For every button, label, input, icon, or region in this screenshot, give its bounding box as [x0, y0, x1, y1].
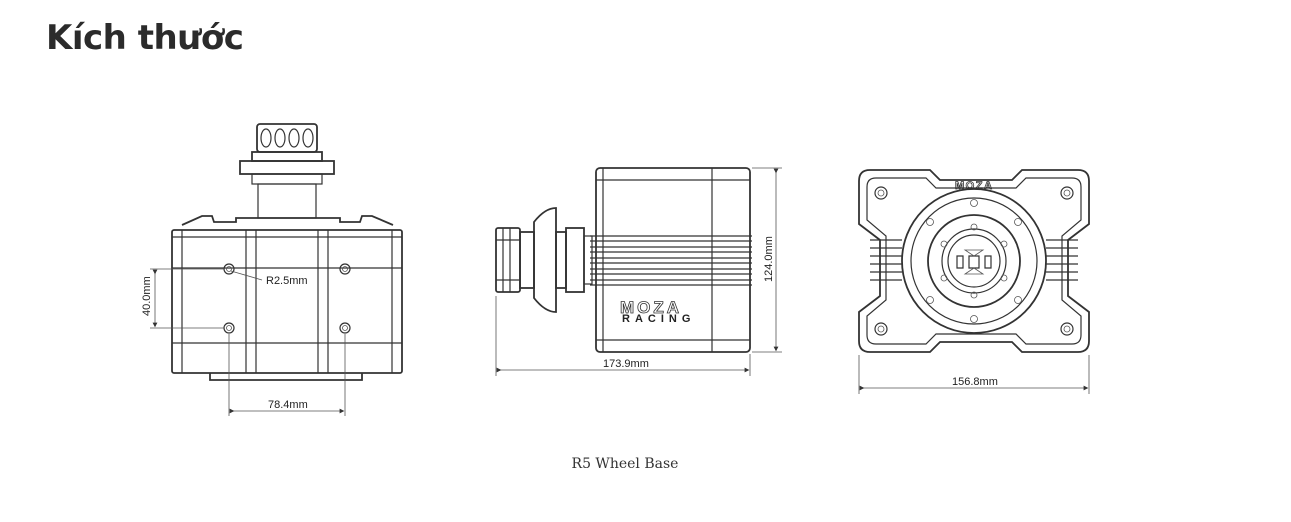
page-title: Kích thước: [46, 18, 244, 58]
hole-radius-label: R2.5mm: [266, 275, 308, 287]
front-height-label: 40.0mm: [141, 276, 153, 316]
front-width-label: 78.4mm: [268, 399, 308, 411]
side-height-label: 124.0mm: [763, 236, 775, 282]
side-length-label: 173.9mm: [603, 358, 649, 370]
side-logo-sub: RACING: [622, 313, 695, 325]
side-logo: MOZA: [620, 298, 682, 317]
rear-view: MOZA 156.8mm: [858, 169, 1090, 394]
side-view: MOZA RACING 124.0mm 173.9mm: [495, 167, 782, 376]
figure-caption: R5 Wheel Base: [571, 456, 679, 472]
rear-logo: MOZA: [955, 180, 993, 192]
rear-width-label: 156.8mm: [952, 376, 998, 388]
front-view: R2.5mm 40.0mm 78.4mm: [141, 123, 403, 416]
